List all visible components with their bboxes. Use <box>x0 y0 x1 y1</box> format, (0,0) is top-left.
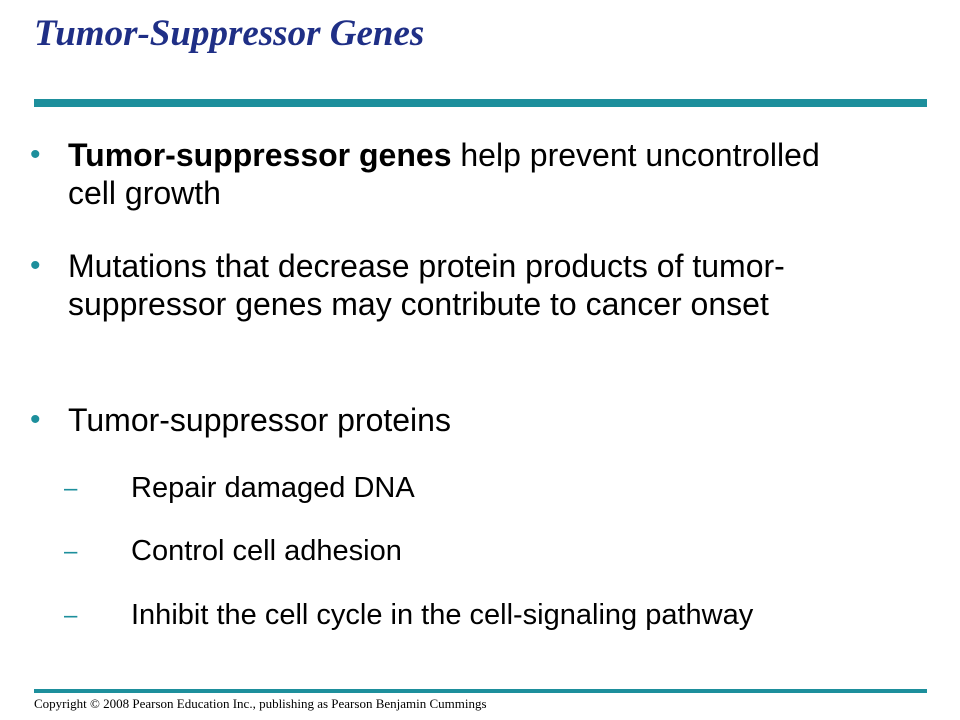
bullet-marker: • <box>30 138 41 171</box>
footer-rule <box>34 689 927 693</box>
sub-bullet-marker: – <box>64 475 78 502</box>
sub-bullet-marker: – <box>64 602 78 629</box>
bullet-rest: help prevent uncontrolled cell growth <box>68 137 820 211</box>
bullet-text: Mutations that decrease protein products… <box>68 248 785 322</box>
bullet-bold-term: Tumor-suppressor genes <box>68 137 452 173</box>
bullet-text: Tumor-suppressor proteins <box>68 402 451 438</box>
sub-bullet-marker: – <box>64 538 78 565</box>
bullet-text: Tumor-suppressor genes help prevent unco… <box>68 136 858 212</box>
bullet-marker: • <box>30 249 41 282</box>
title-underline <box>34 99 927 107</box>
sub-bullet-text: Inhibit the cell cycle in the cell-signa… <box>131 599 754 631</box>
slide-title: Tumor-Suppressor Genes <box>34 13 425 54</box>
bullet-marker: • <box>30 403 41 436</box>
sub-bullet-text: Control cell adhesion <box>131 535 402 567</box>
sub-bullet-text: Repair damaged DNA <box>131 472 415 504</box>
copyright-footer: Copyright © 2008 Pearson Education Inc.,… <box>34 696 487 711</box>
